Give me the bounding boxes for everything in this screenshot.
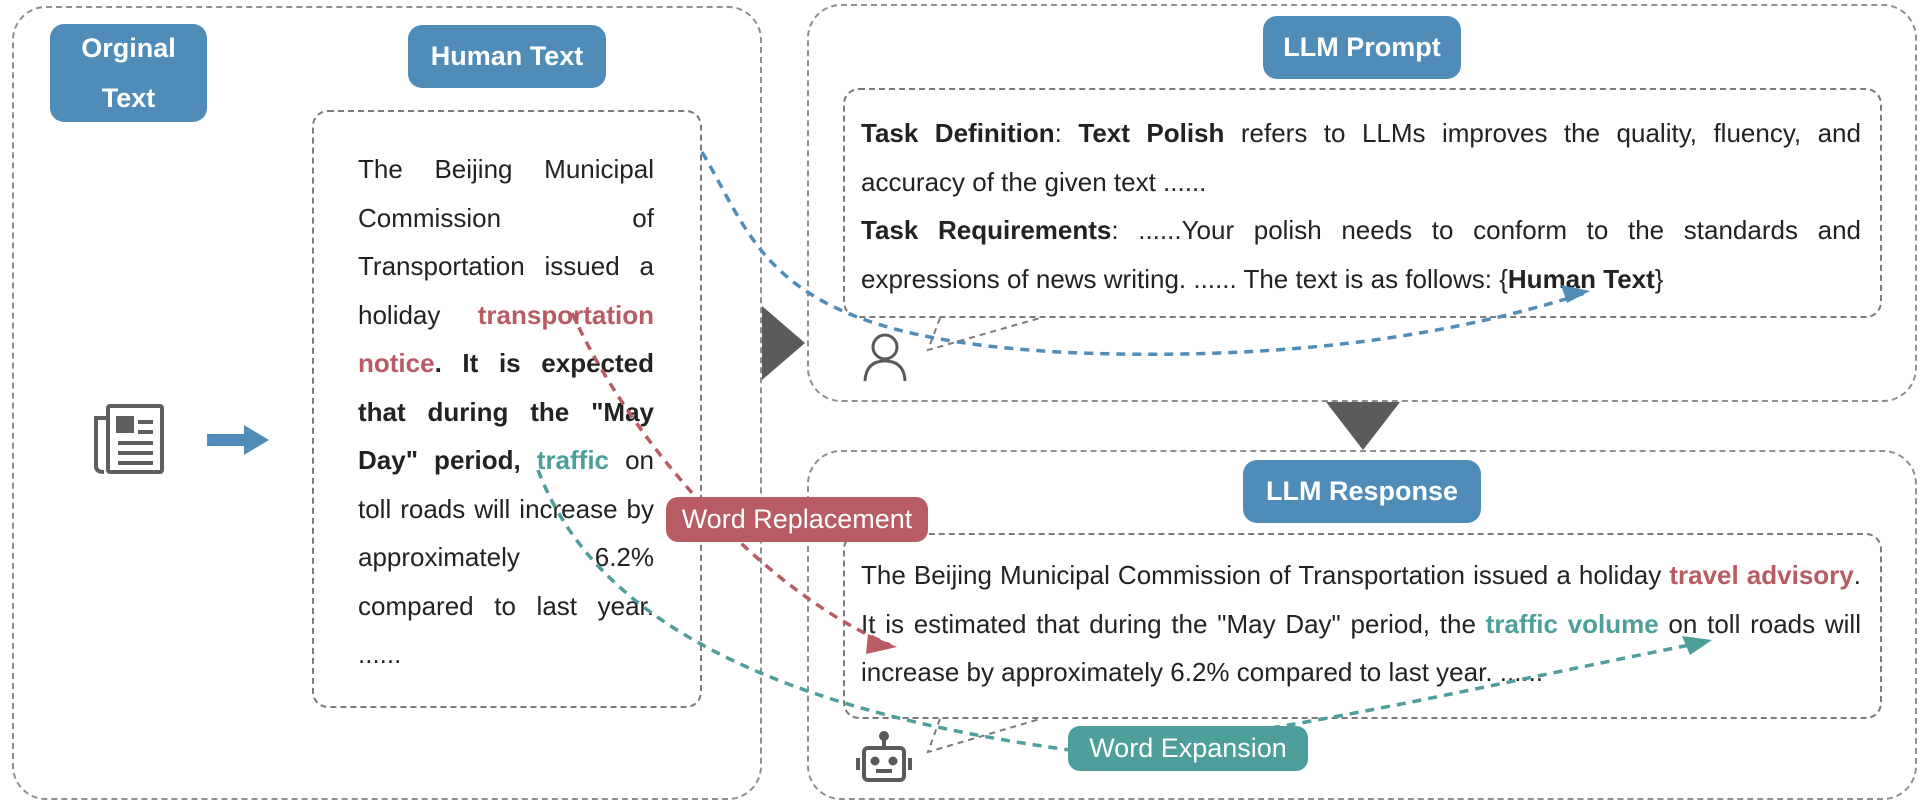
- original-text-label: Orginal Text: [50, 24, 207, 122]
- response-text: The Beijing Municipal Commission of Tran…: [861, 560, 1861, 687]
- expansion-result: traffic volume: [1485, 608, 1659, 639]
- human-text: The Beijing Municipal Commission of Tran…: [358, 154, 654, 669]
- response-panel: [807, 450, 1917, 800]
- right-arrow-icon: [207, 425, 269, 455]
- word-replacement-arrow: [570, 312, 891, 647]
- newspaper-icon: [94, 404, 164, 474]
- robot-icon: [856, 731, 912, 782]
- word-expansion-tag: Word Expansion: [1068, 726, 1308, 771]
- left-panel: [12, 6, 762, 800]
- human-text-label: Human Text: [408, 25, 606, 88]
- prompt-callout: [926, 317, 1041, 352]
- llm-response-label: LLM Response: [1243, 460, 1481, 523]
- response-box: [843, 533, 1882, 719]
- right-triangle-arrow: [762, 306, 805, 380]
- llm-prompt-label: LLM Prompt: [1263, 16, 1461, 79]
- response-callout: [926, 718, 1041, 754]
- word-replacement-tag: Word Replacement: [666, 497, 928, 542]
- expanded-phrase: traffic: [536, 445, 610, 475]
- human-text-box: [312, 110, 702, 708]
- user-icon: [863, 333, 907, 382]
- replacement-result: travel advisory: [1669, 560, 1854, 590]
- prompt-box: [843, 88, 1882, 318]
- human-text-to-prompt-arrow: [700, 151, 1586, 356]
- down-triangle-arrow: [1326, 402, 1400, 450]
- prompt-text: Task Definition: Text Polish refers to L…: [861, 118, 1861, 294]
- replaced-phrase: transportation notice: [358, 299, 654, 379]
- prompt-panel: [807, 4, 1917, 402]
